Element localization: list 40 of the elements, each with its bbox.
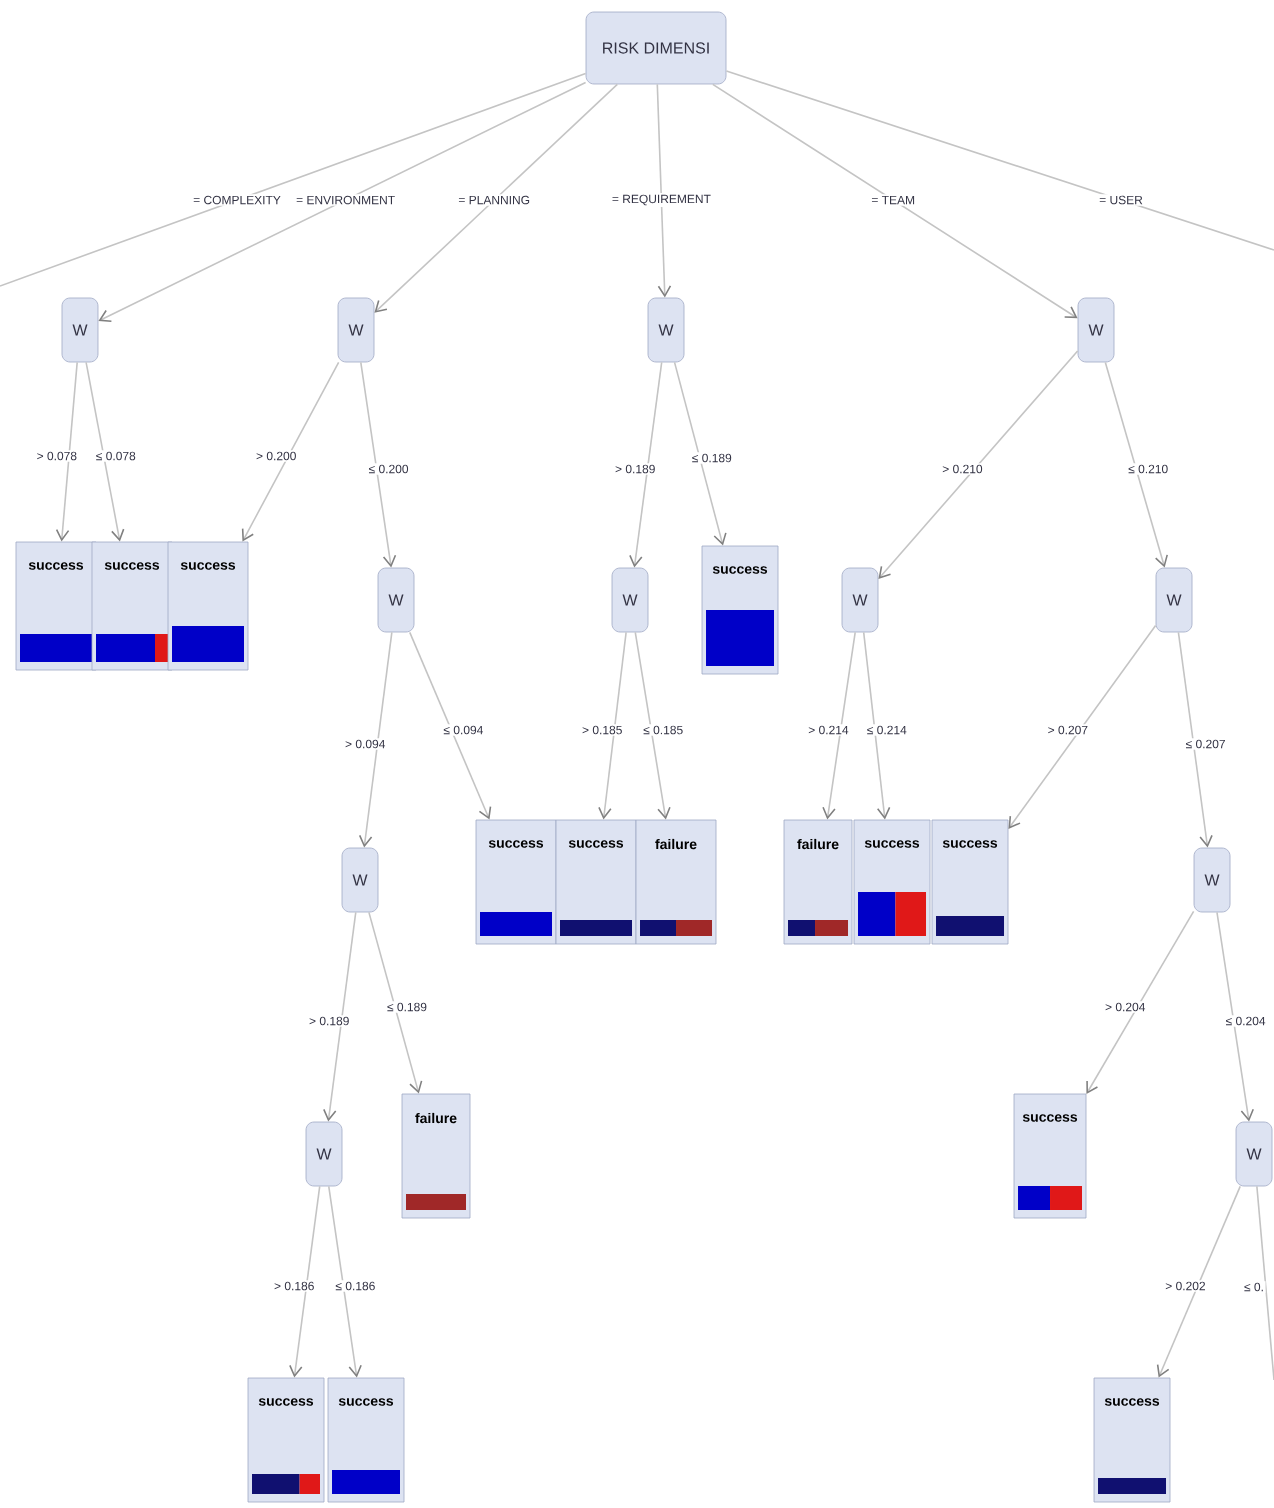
arrow [327,1185,362,1378]
arrow [358,631,393,848]
arrow [289,1185,321,1378]
arrow [1177,631,1213,848]
arrow [1104,361,1168,568]
arrow [241,361,340,542]
split-node: W [305,1121,343,1187]
arrow [673,361,727,546]
arrow [368,911,423,1094]
arrow [1086,910,1195,1094]
split-node: W [1235,1121,1273,1187]
split-node: W [647,297,685,363]
arrow [408,631,492,820]
arrow [360,361,397,568]
split-node: W [611,567,649,633]
arrow [98,81,587,323]
arrow [55,361,78,542]
arrow [1216,911,1255,1122]
root-node: RISK DIMENSI [585,11,727,85]
arrow [712,83,1078,319]
arrow [1008,624,1157,829]
split-node: W [841,567,879,633]
split-node: W [1155,567,1193,633]
arrow [656,83,672,298]
arrow [634,631,671,820]
arrow [323,911,357,1122]
split-node: W [61,297,99,363]
arrow [1156,1185,1241,1378]
arrow [374,83,619,313]
split-node: W [337,297,375,363]
arrow [878,350,1079,579]
split-node: W [1077,297,1115,363]
arrow [598,631,627,820]
arrow [629,361,663,568]
split-node: W [377,567,415,633]
arrow [85,361,125,542]
arrow [862,631,891,820]
split-node: W [341,847,379,913]
arrow [822,631,856,820]
split-node: W [1193,847,1231,913]
